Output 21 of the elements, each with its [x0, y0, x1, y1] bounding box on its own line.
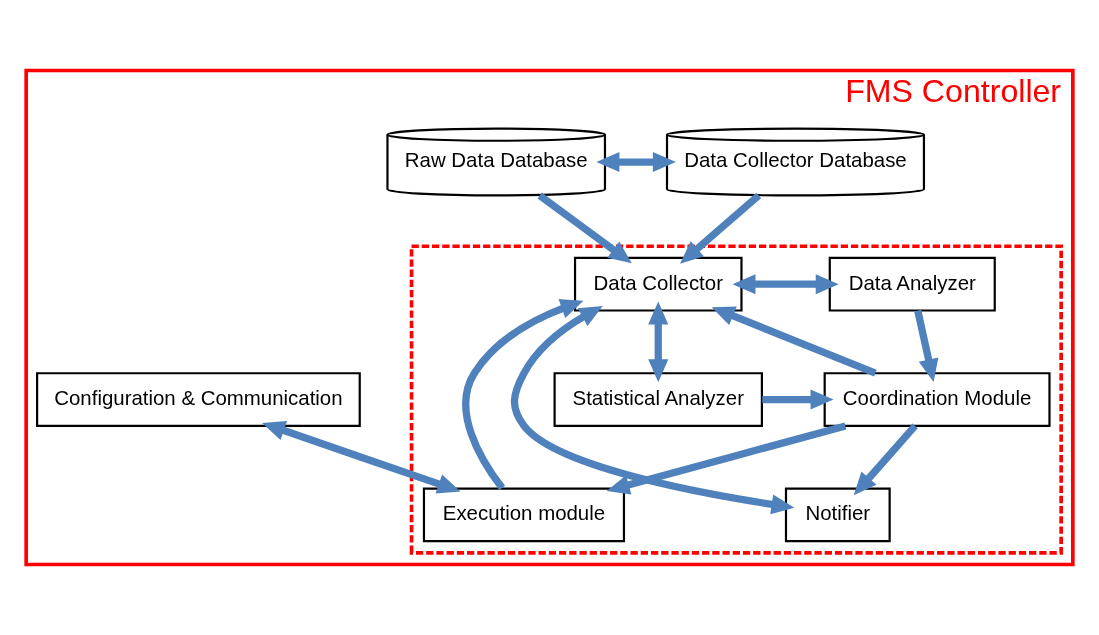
arrow — [914, 309, 939, 383]
arrow — [462, 299, 584, 491]
node-box: Coordination Module — [823, 372, 1051, 427]
arrow — [510, 306, 795, 515]
arrow — [262, 420, 461, 494]
arrow — [679, 192, 762, 264]
arrow — [648, 301, 669, 383]
cluster — [409, 244, 1063, 555]
arrow — [711, 306, 877, 377]
node-box: Data Analyzer — [828, 256, 996, 312]
arrow — [762, 389, 834, 410]
node-box: Configuration & Communication — [36, 372, 361, 427]
node-box: Statistical Analyzer — [553, 372, 763, 427]
arrow — [732, 274, 839, 295]
arrow — [537, 192, 632, 264]
node-box: Data Collector — [573, 256, 743, 312]
node-box: Notifier — [784, 487, 891, 543]
arrow — [853, 423, 918, 496]
node-box: Execution module — [422, 487, 626, 543]
arrow — [606, 422, 847, 495]
arrow — [596, 152, 676, 173]
